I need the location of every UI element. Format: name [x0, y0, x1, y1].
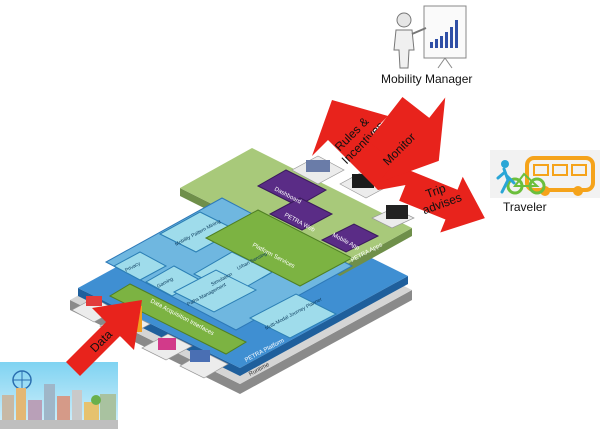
device-thumbnails	[71, 155, 415, 379]
traveler-icons	[490, 150, 600, 198]
mobility-manager-label: Mobility Manager	[381, 72, 473, 86]
bus-icon	[525, 156, 595, 196]
app-blocks	[256, 169, 380, 253]
arrow-monitor: Monitor	[367, 97, 446, 183]
person-icon	[393, 12, 427, 69]
pedestrian-icon	[496, 160, 516, 194]
traveler-label: Traveler	[503, 200, 547, 214]
block-privacy	[112, 251, 168, 281]
app-mobile	[320, 223, 380, 253]
data-acquisition-bar	[108, 283, 248, 355]
runtime-layer	[70, 290, 412, 394]
platform-services-bar	[204, 209, 354, 287]
city-image	[0, 362, 118, 429]
app-dashboard	[256, 169, 328, 207]
mobility-manager-figure	[393, 5, 467, 69]
bar-chart-icon	[430, 20, 458, 48]
block-multimodal-planner	[248, 293, 338, 339]
bicycle-icon	[506, 172, 546, 195]
arrow-trip-line1: Trip	[424, 181, 448, 201]
block-paths-management	[172, 269, 258, 313]
app-petra-web	[268, 197, 334, 231]
arrow-trip-advises: Trip advises	[399, 171, 485, 233]
